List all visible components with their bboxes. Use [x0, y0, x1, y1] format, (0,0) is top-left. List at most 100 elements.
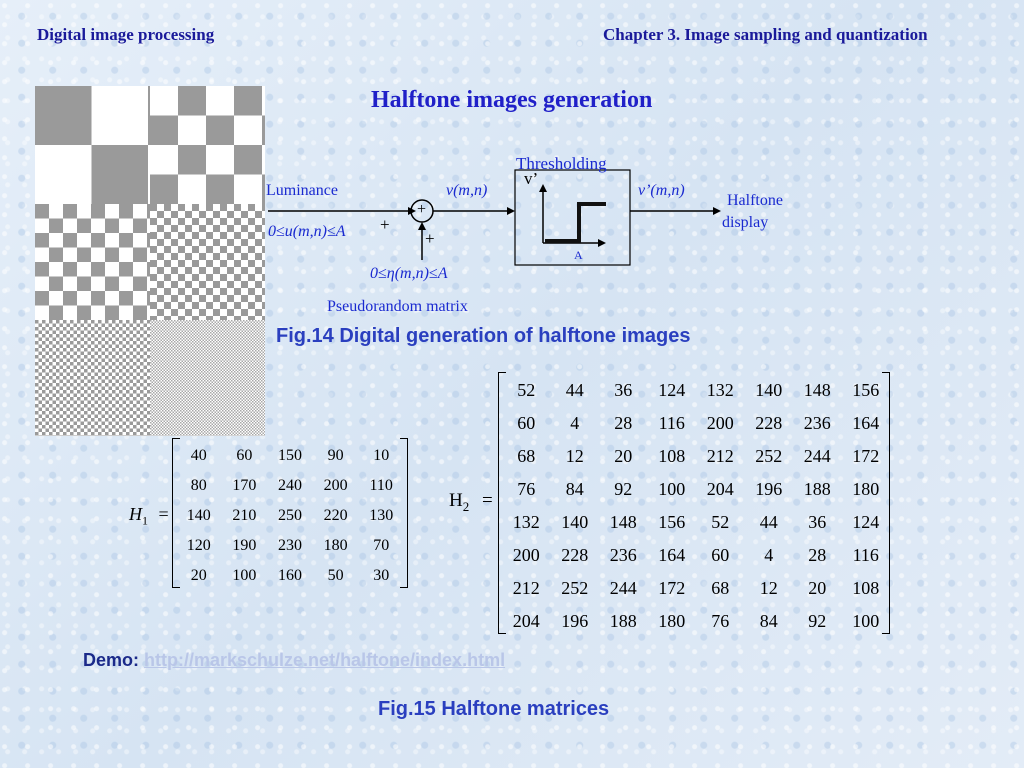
h2-cell: 148 [803, 380, 831, 400]
h1-row: 140 210 250 220 130 [176, 501, 404, 531]
h2-cell: 156 [852, 380, 880, 400]
h1-subscript: 1 [142, 513, 148, 528]
h1-cell: 150 [277, 447, 302, 464]
h2-cell: 12 [565, 446, 584, 466]
h2-cell: 204 [512, 611, 540, 631]
h2-cell: 12 [759, 578, 778, 598]
h2-cell: 164 [658, 545, 686, 565]
h2-cell: 124 [852, 512, 880, 532]
h2-cell: 236 [803, 413, 831, 433]
threshold-y-arrow [539, 184, 547, 192]
h2-cell: 172 [658, 578, 686, 598]
halftone-patterns-image [35, 86, 265, 436]
output-arrow [713, 207, 721, 215]
h2-cell: 200 [706, 413, 734, 433]
h2-right-bracket [882, 372, 890, 634]
h1-cell: 180 [323, 537, 348, 554]
h2-cell: 180 [658, 611, 686, 631]
h2-cell: 132 [706, 380, 734, 400]
h1-symbol: H [129, 504, 142, 524]
halftone-block-diagram [268, 169, 721, 266]
vprime-label: v’(m,n) [638, 182, 685, 199]
h1-cell: 30 [373, 567, 390, 584]
h1-cell: 220 [323, 507, 348, 524]
h2-cell: 28 [614, 413, 633, 433]
h2-subscript: 2 [462, 498, 470, 514]
h2-cell: 212 [512, 578, 540, 598]
h2-cell: 196 [755, 479, 783, 499]
pattern-medium-fine [150, 204, 265, 320]
header-left: Digital image processing [37, 25, 215, 44]
threshold-box [514, 169, 631, 266]
h2-cell: 100 [852, 611, 880, 631]
pattern-coarse [35, 86, 150, 204]
h2-cell: 36 [614, 380, 633, 400]
page-title: Halftone images generation [371, 87, 653, 113]
v-arrow [507, 207, 515, 215]
h2-cell: 4 [570, 413, 580, 433]
h2-cell: 140 [561, 512, 589, 532]
h2-cell: 68 [517, 446, 536, 466]
pattern-fine [35, 320, 150, 436]
h2-cell: 60 [517, 413, 536, 433]
h2-cell: 84 [565, 479, 584, 499]
h2-cell: 164 [852, 413, 880, 433]
h2-cell: 20 [808, 578, 827, 598]
h2-cell: 244 [609, 578, 637, 598]
h2-cell: 116 [658, 413, 685, 433]
demo-link[interactable]: http://markschulze.net/halftone/index.ht… [144, 650, 506, 670]
h1-cell: 120 [186, 537, 211, 554]
input-arrow [408, 207, 416, 215]
header-right: Chapter 3. Image sampling and quantizati… [603, 25, 928, 44]
h1-cell: 90 [327, 447, 344, 464]
h2-cell: 196 [561, 611, 589, 631]
h2-cell: 252 [755, 446, 783, 466]
demo-label: Demo: [83, 650, 140, 670]
h1-cell: 210 [232, 507, 257, 524]
h1-label: H1 = [129, 504, 169, 529]
h2-cell: 100 [658, 479, 686, 499]
h2-cell: 92 [808, 611, 827, 631]
h2-cell: 132 [512, 512, 540, 532]
threshold-label: Thresholding [516, 154, 607, 173]
h1-cell: 160 [277, 567, 302, 584]
halftone-label-line2: display [722, 214, 769, 231]
h2-cell: 212 [706, 446, 734, 466]
threshold-x-arrow [598, 239, 606, 247]
h1-cell: 130 [369, 507, 394, 524]
h1-cell: 140 [186, 507, 211, 524]
h1-cell: 200 [323, 477, 348, 494]
h1-cell: 20 [190, 567, 207, 584]
h2-symbol: H [449, 490, 463, 511]
plus-top-label: + [380, 215, 390, 234]
h1-cell: 100 [232, 567, 257, 584]
threshold-step [545, 202, 606, 243]
h1-cell: 250 [277, 507, 302, 524]
pattern-medium [35, 204, 150, 320]
v-label: v(m,n) [446, 182, 488, 199]
h2-cell: 108 [658, 446, 686, 466]
h2-cell: 188 [609, 611, 637, 631]
h2-cell: 20 [614, 446, 633, 466]
eta-range-label: 0≤η(m,n)≤A [370, 265, 448, 282]
luminance-label: Luminance [266, 182, 338, 199]
h2-cell: 84 [759, 611, 778, 631]
h1-cell: 60 [236, 447, 253, 464]
h1-cell: 80 [190, 477, 207, 494]
h1-cell: 50 [327, 567, 344, 584]
h1-equals: = [158, 504, 169, 524]
fig15-caption: Fig.15 Halftone matrices [378, 698, 610, 720]
sum-symbol: + [417, 201, 427, 218]
h2-cell: 124 [658, 380, 686, 400]
h2-cell: 204 [706, 479, 734, 499]
